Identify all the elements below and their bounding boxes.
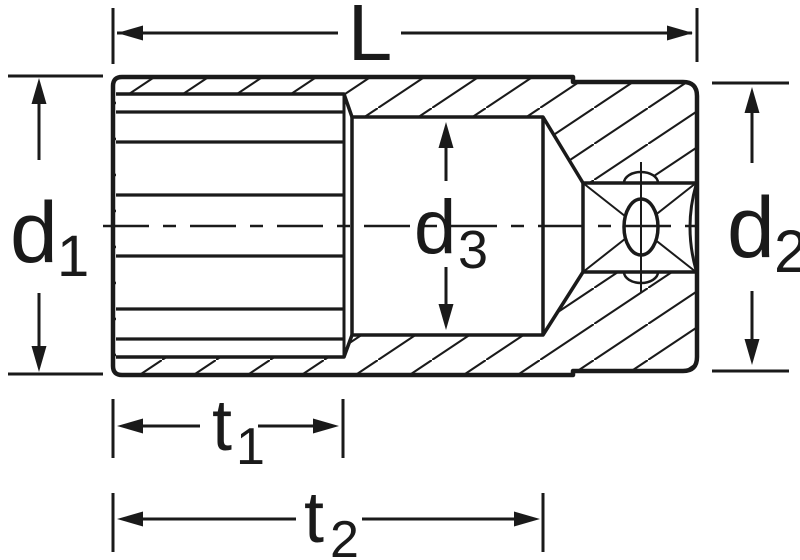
- dimension-t2: [111, 493, 545, 552]
- dimension-L: [111, 8, 699, 64]
- arrowhead-up: [744, 87, 760, 113]
- label-d3: d: [414, 185, 456, 270]
- label-L: L: [348, 0, 393, 77]
- label-t1-subscript: 1: [236, 418, 265, 476]
- label-d2: d: [727, 180, 775, 276]
- label-d3-subscript: 3: [458, 220, 488, 280]
- label-d1-subscript: 1: [57, 224, 89, 289]
- arrowhead-up: [31, 78, 47, 104]
- arrowhead-up: [438, 122, 454, 148]
- arrowhead-down: [744, 339, 760, 365]
- arrowhead-right: [514, 511, 540, 527]
- arrowhead-right: [313, 418, 339, 434]
- dimension-d2: [712, 81, 789, 373]
- spline-bore-lines: [116, 110, 344, 341]
- label-t1: t: [212, 386, 232, 466]
- arrowhead-down: [438, 304, 454, 330]
- arrowhead-left: [117, 25, 143, 41]
- arrowhead-down: [31, 346, 47, 372]
- socket-outer-outline: [110, 74, 700, 378]
- label-d2-subscript: 2: [774, 218, 800, 285]
- dimension-d3: [438, 122, 454, 330]
- label-t2: t: [304, 478, 324, 558]
- arrowhead-left: [117, 418, 143, 434]
- dimension-t1: [111, 399, 345, 458]
- arrowhead-right: [667, 25, 693, 41]
- label-d1: d: [10, 185, 58, 281]
- dimension-d1: [8, 74, 103, 376]
- label-t2-subscript: 2: [330, 511, 359, 560]
- drive-back-wall-arc: [688, 184, 698, 271]
- arrowhead-left: [117, 511, 143, 527]
- inner-cavity-outline: [116, 92, 696, 359]
- socket-section-hatching: [113, 77, 697, 375]
